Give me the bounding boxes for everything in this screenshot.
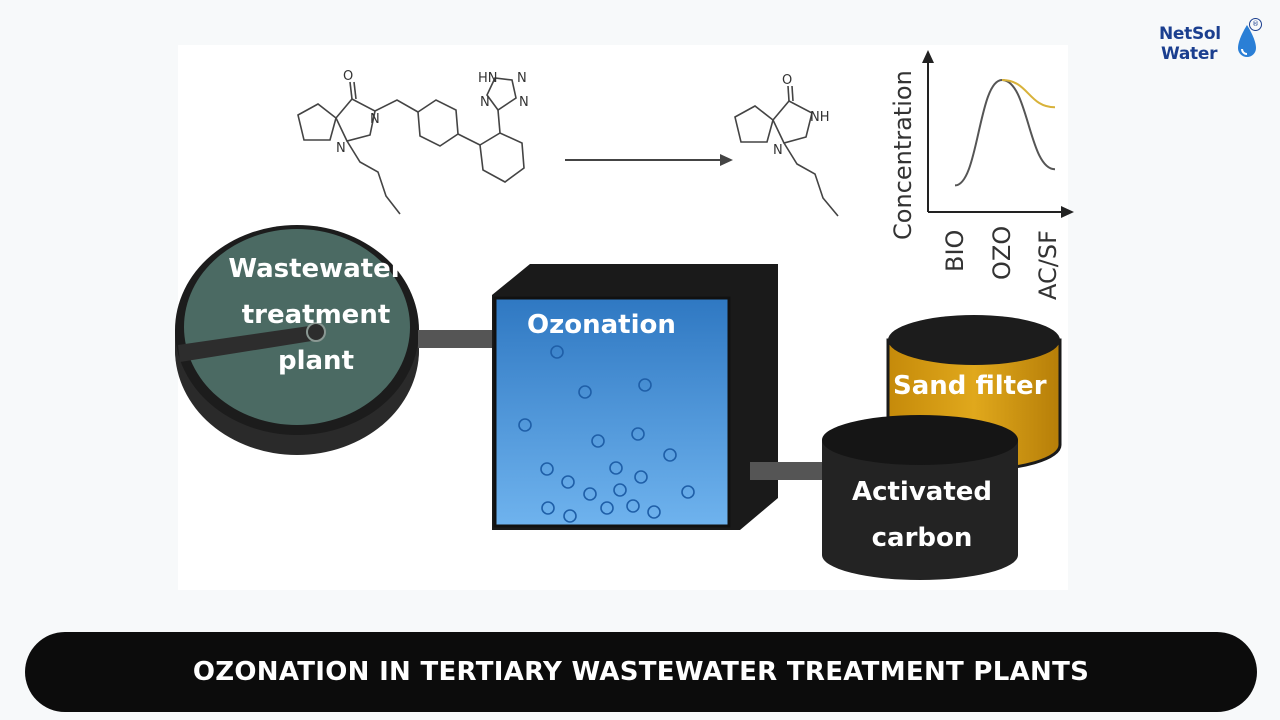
atom-tetrazole-n: N	[480, 95, 490, 110]
atom-nitrogen: N	[336, 141, 346, 156]
ozone-bubbles	[518, 345, 695, 523]
atom-tetrazole-n: N	[519, 95, 529, 110]
ozone-bubble	[626, 499, 640, 513]
logo-text-line: NetSol	[1159, 24, 1221, 44]
title-banner: OZONATION IN TERTIARY WASTEWATER TREATME…	[25, 632, 1257, 712]
series-line-0	[954, 78, 1056, 187]
ozone-bubble	[540, 462, 554, 476]
carbon-label-line: carbon	[872, 523, 973, 553]
ozone-bubble	[591, 434, 605, 448]
ozone-bubble	[638, 378, 652, 392]
y-axis-arrow	[922, 50, 934, 63]
atom-oxygen: O	[782, 73, 792, 88]
plant-label-line: treatment	[242, 300, 391, 330]
logo-text-line: Water	[1161, 44, 1218, 64]
ozone-bubble	[681, 485, 695, 499]
pipe-ozonation-to-carbon	[750, 462, 828, 480]
plant-center-hub	[306, 322, 326, 342]
atom-tetrazole-n: N	[517, 71, 527, 86]
ozonation-water	[493, 296, 731, 528]
water-drop-icon	[1238, 25, 1256, 57]
wastewater-treatment-plant: Wastewater treatment plant	[175, 225, 419, 455]
plant-rotating-arm	[178, 325, 318, 362]
ozonation-label: Ozonation	[527, 310, 676, 340]
ozonation-tank: Ozonation	[492, 264, 778, 530]
ozone-bubble	[563, 509, 577, 523]
atom-nitrogen: N	[370, 112, 380, 127]
ozone-bubble	[550, 345, 564, 359]
activated-carbon-tank: Activated carbon	[822, 415, 1018, 580]
registered-mark: ®	[1249, 18, 1262, 31]
concentration-chart: Concentration BIO OZO AC/SF	[889, 50, 1074, 300]
ozone-bubble	[561, 475, 575, 489]
atom-tetrazole-hn: HN	[478, 71, 498, 86]
process-diagram: O N N HN N N N O NH N Concentration BIO …	[175, 50, 1074, 580]
ozone-bubble	[647, 505, 661, 519]
atom-oxygen: O	[343, 69, 353, 84]
plant-label-line: Wastewater	[228, 254, 403, 284]
plant-water-surface	[184, 229, 410, 425]
ozone-bubble	[634, 470, 648, 484]
x-axis-arrow	[1061, 206, 1074, 218]
chart-series-group	[954, 78, 1056, 187]
ozone-bubble	[600, 501, 614, 515]
atom-nitrogen: N	[773, 143, 783, 158]
ozone-bubble	[609, 461, 623, 475]
atom-nh: NH	[810, 110, 830, 125]
y-axis-label: Concentration	[889, 70, 917, 240]
x-tick-label: OZO	[988, 226, 1016, 280]
ozone-bubble	[631, 427, 645, 441]
x-tick-label: AC/SF	[1034, 230, 1062, 300]
ozone-bubble	[578, 385, 592, 399]
sand-filter-label: Sand filter	[893, 371, 1047, 401]
pipe-plant-to-ozonation	[418, 330, 496, 348]
ozone-bubble	[663, 448, 677, 462]
product-molecule	[734, 85, 839, 217]
ozone-bubble	[613, 483, 627, 497]
carbon-label-line: Activated	[852, 477, 992, 507]
reaction-arrow	[565, 154, 733, 166]
banner-title: OZONATION IN TERTIARY WASTEWATER TREATME…	[192, 657, 1090, 687]
parent-molecule	[297, 77, 525, 215]
ozone-bubble	[518, 418, 532, 432]
netsol-water-logo: NetSol Water ®	[1150, 18, 1262, 73]
series-line-1	[1001, 79, 1056, 109]
ozone-bubble	[541, 501, 555, 515]
plant-label-line: plant	[278, 346, 354, 376]
x-tick-label: BIO	[941, 230, 969, 272]
ozone-bubble	[583, 487, 597, 501]
